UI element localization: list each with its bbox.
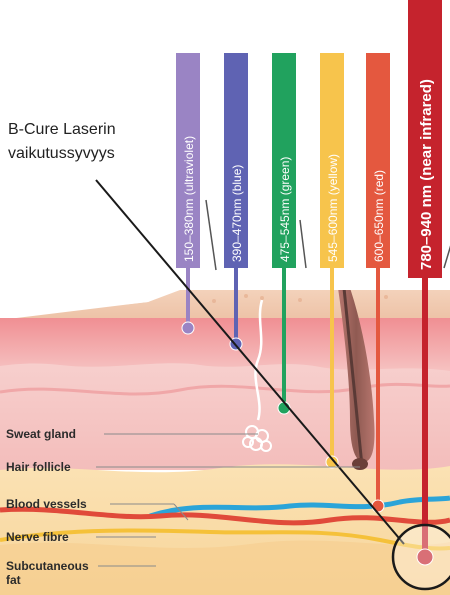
layer-label-subcutaneous-fat: Subcutaneous fat	[6, 559, 89, 587]
wavelength-label: 475–545nm (green)	[278, 157, 292, 262]
layer-label-text: Blood vessels	[6, 497, 87, 511]
epidermis-layer	[0, 318, 450, 372]
wavelength-label: 545–600nm (yellow)	[326, 154, 340, 262]
wavelength-label: 780–940 nm (near infrared)	[418, 79, 435, 270]
penetration-depth-circle	[393, 525, 450, 589]
layer-label-hair-follicle: Hair follicle	[6, 460, 71, 474]
skin-surface	[0, 282, 450, 320]
wavelength-label: 150–380nm (ultraviolet)	[182, 136, 196, 262]
layer-label-text: fat	[6, 573, 89, 587]
layer-label-text: Sweat gland	[6, 427, 76, 441]
hair-bulb	[352, 458, 368, 470]
wavelength-label: 600–650nm (red)	[372, 170, 386, 262]
layer-label-text: Subcutaneous	[6, 559, 89, 573]
dermis-layer	[0, 363, 450, 470]
wavelength-label: 390–470nm (blue)	[230, 165, 244, 262]
layer-label-nerve-fibre: Nerve fibre	[6, 530, 69, 544]
wavelength-depth-dot	[182, 322, 194, 334]
layer-label-text: Nerve fibre	[6, 530, 69, 544]
layer-label-blood-vessels: Blood vessels	[6, 497, 87, 511]
layer-label-sweat-gland: Sweat gland	[6, 427, 76, 441]
wavelength-depth-dot	[372, 500, 384, 512]
layer-label-text: Hair follicle	[6, 460, 71, 474]
